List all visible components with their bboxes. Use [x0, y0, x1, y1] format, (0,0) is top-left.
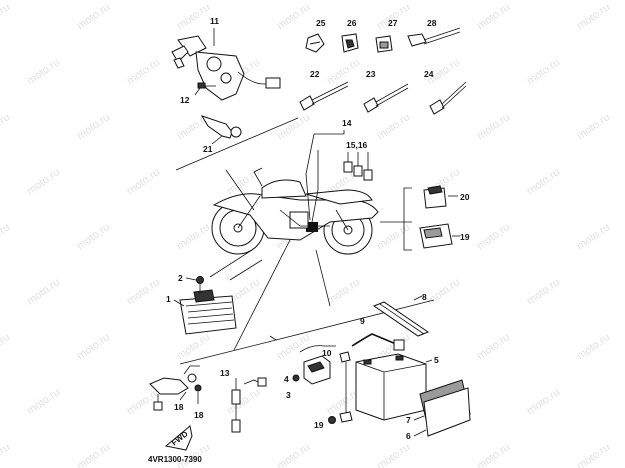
callout-1: 1 — [166, 294, 171, 304]
watermark-text: moto.ru — [175, 1, 212, 32]
watermark-text: moto.ru — [0, 441, 12, 468]
watermark-text: moto.ru — [425, 276, 462, 307]
watermark-text: moto.ru — [0, 111, 12, 142]
watermark-text: moto.ru — [175, 111, 212, 142]
battery-band-8 — [372, 295, 430, 337]
watermark-text: moto.ru — [225, 386, 262, 417]
callout-7: 7 — [406, 415, 411, 425]
watermark-text: moto.ru — [475, 111, 512, 142]
watermark-text: moto.ru — [375, 221, 412, 252]
pads-6-7 — [413, 379, 471, 437]
callout-10: 10 — [322, 348, 332, 358]
watermark-text: moto.ru — [475, 441, 512, 468]
leader-lines — [175, 117, 435, 365]
watermark-text: moto.ru — [25, 166, 62, 197]
watermark-text: moto.ru — [0, 1, 12, 32]
callout-28: 28 — [427, 18, 437, 28]
watermark-text: moto.ru — [75, 221, 112, 252]
watermark-text: moto.ru — [575, 1, 612, 32]
watermark-text: moto.ru — [125, 276, 162, 307]
watermark-text: moto.ru — [575, 111, 612, 142]
watermark-text: moto.ru — [275, 441, 312, 468]
battery-lead-9 — [351, 333, 405, 351]
callout-23: 23 — [366, 69, 376, 79]
watermark-text: moto.ru — [125, 166, 162, 197]
watermark-text: moto.ru — [575, 221, 612, 252]
watermark-text: moto.ru — [575, 441, 612, 468]
watermark-text: moto.ru — [325, 276, 362, 307]
callout-18-right: 19 — [314, 420, 324, 430]
callout-2: 2 — [178, 273, 183, 283]
watermark-text: moto.ru — [525, 276, 562, 307]
watermark-text: moto.ru — [0, 221, 12, 252]
watermark-text: moto.ru — [75, 1, 112, 32]
watermark-text: moto.ru — [475, 221, 512, 252]
callout-22: 22 — [310, 69, 320, 79]
fuses-15-16 — [343, 152, 373, 181]
callout-8: 8 — [422, 292, 427, 302]
callout-labels: 11 12 21 25 26 27 28 22 23 24 14 15,16 2… — [148, 16, 470, 464]
callout-14: 14 — [342, 118, 352, 128]
callout-19: 19 — [460, 232, 470, 242]
callout-18-left: 18 — [194, 410, 204, 420]
callout-12: 12 — [180, 95, 190, 105]
callout-17: 18 — [174, 402, 184, 412]
callout-6: 6 — [406, 431, 411, 441]
motorcycle-illustration — [211, 167, 379, 255]
relay-20 — [423, 185, 458, 209]
drawing-code: 4VR1300-7390 — [148, 455, 202, 464]
battery-5 — [355, 353, 433, 421]
watermark-text: moto.ru — [25, 56, 62, 87]
watermark-text: moto.ru — [475, 1, 512, 32]
callout-15-16: 15,16 — [346, 140, 368, 150]
starter-relay-3 — [292, 345, 353, 424]
callout-25: 25 — [316, 18, 326, 28]
callout-20: 20 — [460, 192, 470, 202]
watermark-text: moto.ru — [75, 441, 112, 468]
callout-24: 24 — [424, 69, 434, 79]
watermark-text: moto.ru — [275, 1, 312, 32]
callout-21: 21 — [203, 144, 213, 154]
watermark-text: moto.ru — [525, 166, 562, 197]
callout-13: 13 — [220, 368, 230, 378]
watermark-text: moto.ru — [375, 111, 412, 142]
watermark-text: moto.ru — [175, 221, 212, 252]
watermark-text: moto.ru — [175, 331, 212, 362]
callout-11: 11 — [210, 16, 219, 26]
watermark-text: moto.ru — [0, 331, 12, 362]
control-unit-19 — [419, 223, 460, 249]
watermark-text: moto.ru — [525, 56, 562, 87]
callout-26: 26 — [347, 18, 357, 28]
callout-5: 5 — [434, 355, 439, 365]
bolt-12 — [194, 82, 216, 96]
watermark-text: moto.ru — [25, 386, 62, 417]
callout-4: 4 — [284, 374, 289, 384]
watermark-text: moto.ru — [325, 56, 362, 87]
watermark-text: moto.ru — [475, 331, 512, 362]
watermark-text: moto.ru — [275, 111, 312, 142]
callout-27: 27 — [388, 18, 398, 28]
watermark-text: moto.ru — [25, 276, 62, 307]
fwd-arrow-icon: FWD — [164, 425, 193, 451]
watermark-text: moto.ru — [525, 386, 562, 417]
main-switch-assembly — [171, 28, 281, 101]
rectifier-regulator-1 — [173, 289, 237, 335]
watermark-text: moto.ru — [125, 56, 162, 87]
watermark-text: moto.ru — [375, 441, 412, 468]
watermark-text: moto.ru — [75, 111, 112, 142]
sensor-21 — [200, 115, 242, 145]
clamps-top-row — [305, 27, 461, 53]
watermark-text: moto.ru — [75, 331, 112, 362]
callout-3: 3 — [286, 390, 291, 400]
screw-2 — [185, 276, 204, 294]
switch-17 — [149, 365, 202, 411]
callout-9: 9 — [360, 316, 365, 326]
sensor-13 — [231, 377, 267, 433]
cable-ties — [299, 81, 467, 115]
watermark-text: moto.ru — [575, 331, 612, 362]
